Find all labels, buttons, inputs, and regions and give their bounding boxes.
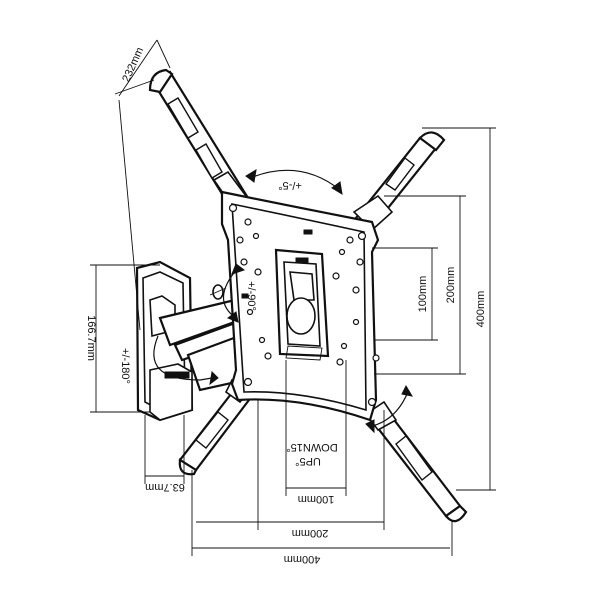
arm-pivot: [212, 284, 224, 300]
bracket-arm-upper-right: [352, 131, 446, 232]
label-rotate-5: +/-5°: [278, 179, 302, 191]
swivel-arm: [158, 284, 247, 392]
label-tilt-up: UP5°: [295, 455, 321, 467]
label-swivel-180: +/-180°: [119, 348, 131, 384]
label-tilt-down: DOWN15°: [286, 441, 337, 453]
dim-166-depth: 166.7mm: [85, 315, 97, 361]
bracket-arm-lower-right: [364, 400, 468, 523]
dim-100-width: 100mm: [298, 493, 335, 505]
rotate-arrow: [249, 169, 341, 191]
rotation-arrows: [153, 169, 414, 434]
dim-400-width: 400mm: [284, 553, 321, 565]
dim-400-height: 400mm: [475, 291, 487, 328]
tilt-arrow: [371, 391, 409, 427]
dim-63-depth: 63.7mm: [145, 481, 185, 493]
dim-232-arm: 232mm: [120, 46, 146, 84]
label-swivel-90: +/-90°: [245, 281, 257, 311]
dim-100-height: 100mm: [417, 276, 429, 313]
tilt-knob: [286, 297, 316, 335]
dim-200-width: 200mm: [292, 527, 329, 539]
swivel180-arrow: [153, 335, 213, 381]
vesa-plate: [220, 190, 380, 422]
dimension-lines: [90, 39, 496, 556]
bracket-arm-upper-left: [148, 68, 250, 212]
bracket-arm-lower-left: [178, 378, 254, 476]
dim-200-height: 200mm: [445, 267, 457, 304]
